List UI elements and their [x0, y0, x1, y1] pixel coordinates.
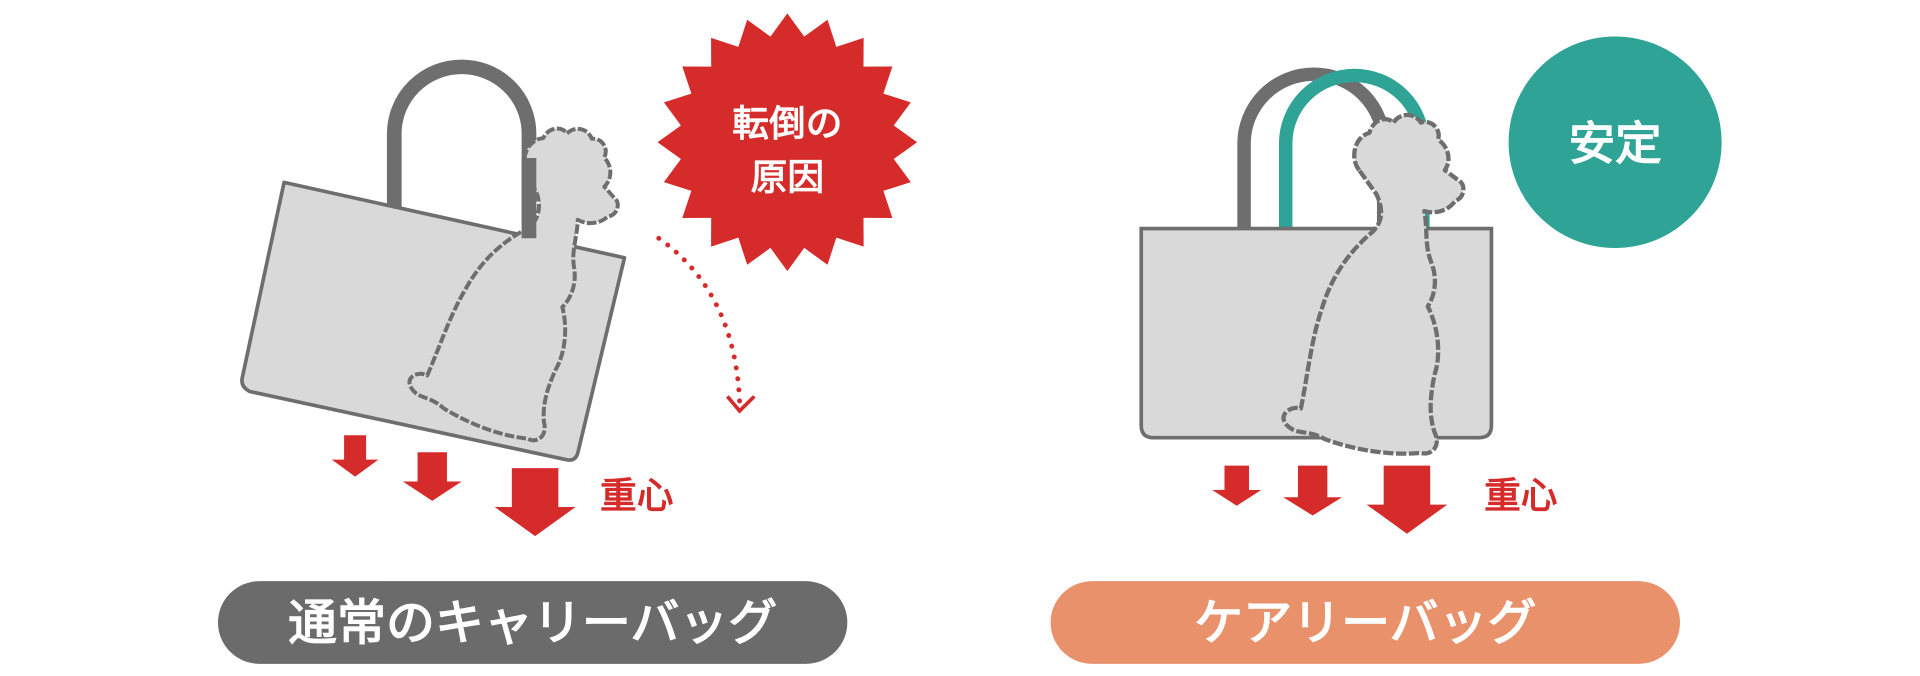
tipping-cause-burst: 転倒の 原因 [657, 13, 918, 272]
burst-text-line1: 転倒の [732, 102, 842, 145]
dotted-arc [656, 235, 743, 404]
tipping-trajectory [656, 235, 756, 414]
arrow-down-medium-icon [402, 452, 462, 501]
burst-text-line2: 原因 [751, 156, 824, 199]
stable-badge-text: 安定 [1569, 116, 1662, 170]
care-bag-illustration [1139, 67, 1494, 453]
arrow-down-large-icon [494, 468, 576, 537]
arrow-down-small-icon [1212, 465, 1262, 506]
arrow-down-medium-icon [1283, 465, 1343, 516]
regular-bag-label: 通常のキャリーバッグ [288, 595, 777, 652]
stable-badge: 安定 [1508, 36, 1722, 249]
center-of-gravity-label: 重心 [600, 474, 673, 517]
care-bag-label: ケアリーバッグ [1194, 595, 1536, 652]
care-bag-label-pill: ケアリーバッグ [1050, 581, 1680, 664]
arrow-down-small-icon [331, 435, 379, 477]
arrow-head-icon [725, 395, 756, 414]
center-of-gravity-label: 重心 [1484, 474, 1557, 517]
regular-bag-handle [386, 59, 537, 239]
right-gravity-arrows: 重心 [1212, 465, 1558, 534]
care-bag-handle-gray [1237, 67, 1391, 232]
left-gravity-arrows: 重心 [331, 435, 673, 537]
regular-bag-label-pill: 通常のキャリーバッグ [217, 581, 848, 664]
arrow-down-large-icon [1366, 465, 1448, 534]
regular-bag-illustration [240, 59, 634, 462]
starburst-shape [657, 13, 918, 272]
